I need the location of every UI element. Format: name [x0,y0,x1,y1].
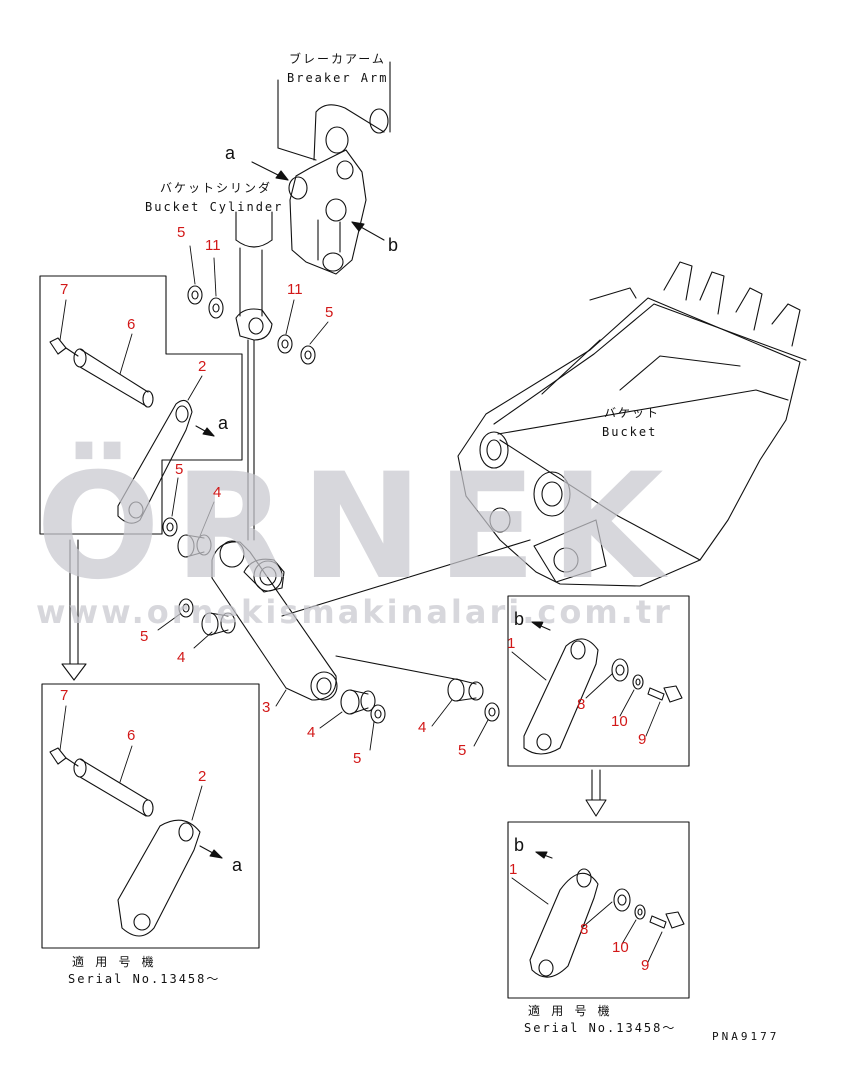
nut-5-left [187,285,203,305]
part-number-9: 9 [641,957,650,974]
part-number-7: 7 [60,687,69,704]
arrow-letter-a-inset: a [218,413,229,433]
bushing-4-b [201,612,236,636]
nut-5-c [370,704,386,724]
breaker-arm-en-label: Breaker Arm [287,71,389,85]
part-number-11: 11 [205,237,221,254]
arrow-letter-b-top: b [388,235,399,255]
washer-11-left [208,297,224,319]
grease-7-bottom [49,747,79,767]
part-number-4: 4 [307,724,316,741]
washer-8-bottom [613,888,631,912]
part-number-4: 4 [418,719,427,736]
part-number-2: 2 [198,768,207,785]
bushing-4-c [340,689,376,715]
part-number-6: 6 [127,316,136,333]
part-number-6: 6 [127,727,136,744]
link-2-bottom [117,819,223,937]
arrow-letter-a-lower-inset: a [232,855,243,875]
part-number-8: 8 [580,921,589,938]
part-number-1: 1 [507,635,516,652]
watermark-brand: ÖRNEK [36,442,678,612]
down-arrow-right [585,769,607,817]
grease-7-top [49,337,79,357]
part-number-11: 11 [287,281,303,298]
inset-frame-top-right [507,595,690,767]
bucket-cylinder-jp-label: バケットシリンダ [160,181,273,195]
part-number-5: 5 [458,742,467,759]
part-number-4: 4 [177,649,186,666]
link-3 [211,540,338,701]
part-number-5: 5 [353,750,362,767]
nut-5-d [484,702,500,722]
bucket-cylinder-en-label: Bucket Cylinder [145,200,284,214]
part-number-2: 2 [198,358,207,375]
pin-6-bottom [73,758,154,817]
part-number-4: 4 [213,484,222,501]
arrow-a-top [251,161,289,181]
serial-jp-label-right: 適 用 号 機 [528,1004,612,1018]
bolt-9-bottom [649,911,685,929]
arrow-letter-b-lower-inset: b [514,835,525,855]
washer-10-bottom [634,904,646,920]
washer-10-top [632,674,644,690]
part-number-10: 10 [612,939,629,956]
leader-line-lower [335,655,461,681]
serial-jp-label-left: 適 用 号 機 [72,955,156,969]
nut-5-b [178,598,194,618]
leader-line-upper [281,539,531,617]
side-plate-1-top [523,621,599,755]
bushing-4-d [447,678,484,702]
breaker-arm [277,61,391,275]
inset-frame-top-left [39,275,243,535]
inset-frame-bottom-left [41,683,260,949]
arrow-letter-b-inset: b [514,609,525,629]
serial-en-label-left: Serial No.13458～ [68,972,221,986]
part-number-5: 5 [325,304,334,321]
bolt-9-top [647,685,683,703]
part-number-10: 10 [611,713,628,730]
bucket [457,261,807,587]
nut-5-a [162,517,178,537]
bushing-4-a [177,534,212,558]
bucket-en-label: Bucket [602,425,658,439]
breaker-arm-jp-label: ブレーカアーム [289,52,386,66]
bucket-jp-label: バケット [604,406,661,420]
serial-en-label-right: Serial No.13458～ [524,1021,677,1035]
arrow-b-top [351,221,385,241]
inset-frame-bottom-right [507,821,690,999]
nut-5-right [300,345,316,365]
number-leaders [59,245,663,963]
watermark-url: www.ornekismakinalari.com.tr [36,593,673,631]
down-arrow-left [61,539,87,681]
drawing-code: PNA9177 [712,1030,780,1043]
part-number-5: 5 [177,224,186,241]
pin-6-top [73,348,154,408]
link-2-top [117,399,215,524]
washer-11-right [277,334,293,354]
part-number-7: 7 [60,281,69,298]
part-number-9: 9 [638,731,647,748]
washer-8-top [611,658,629,682]
part-number-5: 5 [140,628,149,645]
part-number-5: 5 [175,461,184,478]
part-number-3: 3 [262,699,271,716]
part-number-8: 8 [577,696,586,713]
bucket-cylinder [235,211,273,541]
side-plate-1-bottom [529,851,599,978]
part-number-1: 1 [509,861,518,878]
arrow-letter-a-top: a [225,143,236,163]
